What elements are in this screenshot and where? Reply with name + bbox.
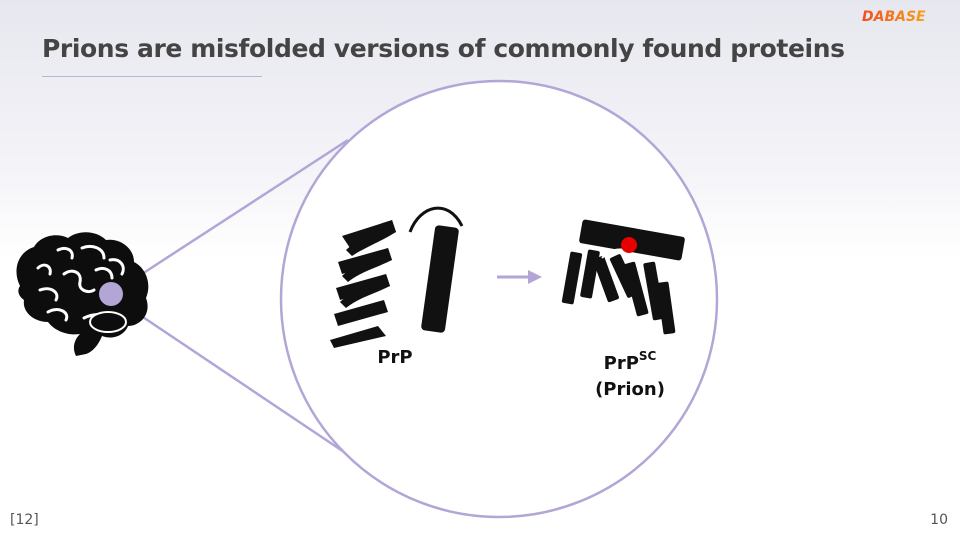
prpsc-label-sub: (Prion) (595, 379, 665, 400)
prp-label: PrP (377, 347, 413, 368)
prpsc-label-sup: SC (638, 349, 657, 363)
prpsc-label-main: PrP (603, 353, 639, 374)
logo-text: DABASE (862, 9, 926, 24)
zoom-line-top (124, 138, 349, 287)
prpsc-marker-dot (621, 237, 637, 253)
transition-arrow (497, 270, 542, 284)
citation-ref: [12] (10, 512, 39, 528)
prpsc-protein-icon (561, 219, 685, 335)
zoom-circle (279, 79, 719, 519)
slide-title: Prions are misfolded versions of commonl… (42, 34, 845, 63)
prpsc-label: PrPSC (Prion) (575, 345, 685, 403)
zoom-line-bottom (124, 303, 351, 458)
brain-highlight-dot (99, 282, 123, 306)
brand-logo: DABASE (862, 9, 926, 24)
prp-protein-icon (330, 206, 464, 348)
page-number: 10 (930, 512, 948, 528)
title-underline (42, 76, 262, 77)
brain-icon (16, 232, 149, 356)
